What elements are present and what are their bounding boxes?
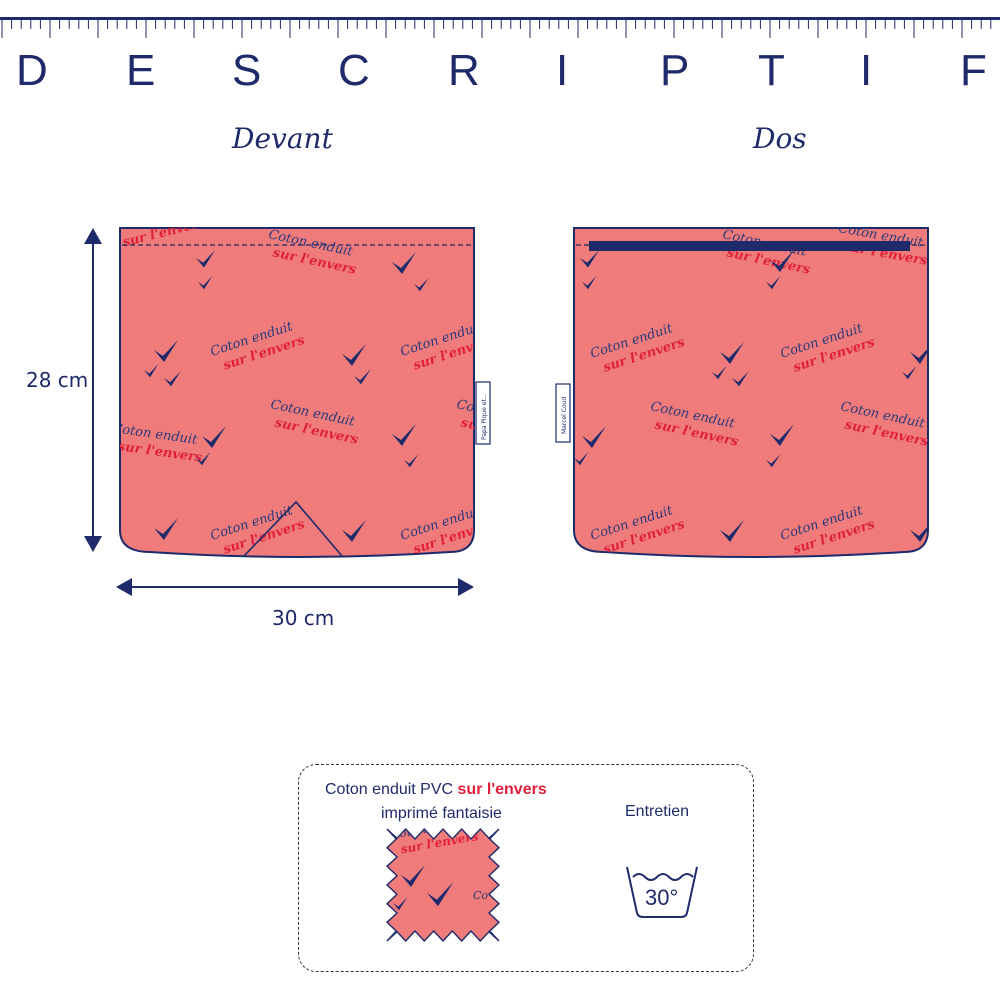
bird-icon: [198, 276, 213, 290]
bird-icon: [414, 278, 429, 292]
back-brand-tag: [555, 383, 571, 443]
back-zipper: [589, 241, 910, 251]
title-letter: F: [960, 46, 987, 95]
fabric-description-prefix: Coton enduit PVC: [325, 781, 458, 798]
bird-icon: [404, 454, 419, 468]
bird-icon: [427, 882, 454, 907]
bird-icon: [910, 342, 928, 364]
wash-30-icon: [626, 866, 698, 918]
front-pouch-body: [119, 227, 475, 558]
back-brand-tag-text: Marcel Coud: [561, 397, 568, 434]
front-corner-fold: [243, 500, 343, 557]
title-letter: E: [126, 46, 156, 95]
bird-icon: [766, 454, 781, 468]
bird-icon: [770, 424, 794, 446]
fabric-description-accent: sur l'envers: [457, 781, 547, 798]
bird-icon: [393, 897, 408, 911]
width-dimension-arrow: [116, 578, 474, 596]
title-letter: P: [660, 46, 690, 95]
height-dimension-arrow: [84, 228, 102, 552]
front-view-label: Devant: [232, 122, 333, 155]
bird-icon: [712, 366, 727, 380]
ruler-baseline: [0, 17, 1000, 20]
bird-icon: [401, 865, 425, 887]
back-pouch-body: [573, 227, 929, 558]
front-brand-tag: [475, 381, 491, 445]
material-info-box: Coton enduit PVC sur l'envers imprimé fa…: [298, 764, 754, 972]
bird-icon: [720, 520, 744, 542]
bird-icon: [732, 371, 749, 387]
bird-icon: [196, 452, 211, 466]
bird-icon: [720, 342, 744, 364]
bird-icon: [154, 518, 178, 540]
bird-icon: [154, 340, 178, 362]
fabric-print-type: imprimé fantaisie: [381, 805, 502, 822]
wash-temperature: 30°: [645, 885, 679, 910]
bird-icon: [580, 250, 600, 268]
height-label: 28 cm: [26, 368, 89, 392]
front-brand-tag-text: Papa Pique et...: [481, 393, 488, 440]
bird-icon: [770, 250, 794, 272]
bird-icon: [766, 276, 781, 290]
bird-icon: [342, 344, 366, 366]
bird-icon: [144, 364, 159, 378]
bird-icon: [910, 520, 928, 542]
bird-icon: [574, 452, 589, 466]
print-text-fragment: Co: [473, 889, 488, 902]
bird-icon: [392, 252, 416, 274]
bird-icon: [902, 366, 917, 380]
bird-icon: [354, 369, 371, 385]
title-letter: R: [448, 46, 480, 95]
title-letter: I: [860, 46, 873, 95]
bird-icon: [164, 371, 181, 387]
title-letter: T: [758, 46, 785, 95]
title-letter: I: [556, 46, 569, 95]
bird-icon: [342, 520, 366, 542]
title-letter: C: [338, 46, 370, 95]
title-letter: S: [232, 46, 262, 95]
bird-icon: [582, 276, 597, 290]
bird-icon: [196, 250, 216, 268]
bird-icon: [582, 426, 606, 448]
title-letter: D: [16, 46, 48, 95]
width-label: 30 cm: [272, 606, 335, 630]
bird-icon: [202, 426, 226, 448]
care-title: Entretien: [625, 803, 690, 820]
fabric-description: Coton enduit PVC sur l'envers: [325, 781, 547, 799]
back-view-label: Dos: [753, 122, 807, 155]
ruler: [0, 17, 1000, 38]
bird-icon: [392, 424, 416, 446]
